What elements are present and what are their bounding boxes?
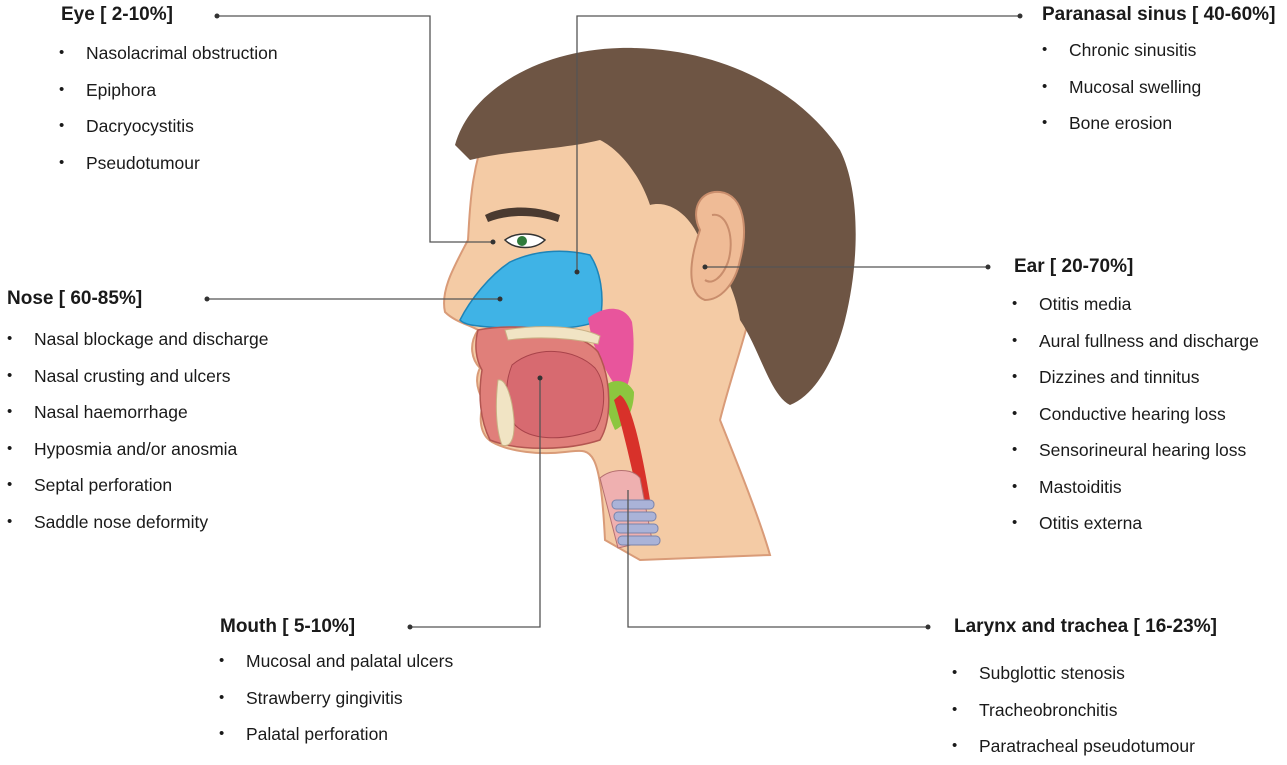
hard-palate <box>504 326 601 345</box>
ear-target-dot <box>702 264 708 270</box>
paranasal-section: Paranasal sinus [ 40-60%] Chronic sinusi… <box>1042 4 1275 134</box>
ear-heading: Ear [ 20-70%] <box>1014 256 1134 277</box>
paranasal-leader-dot <box>1017 13 1023 19</box>
larynx-leader-dot <box>925 624 931 630</box>
airway <box>614 395 650 505</box>
eye-item: Dacryocystitis <box>59 115 278 137</box>
mouth-leader-line <box>410 378 541 628</box>
larynx-item: Subglottic stenosis <box>952 662 1217 684</box>
ear-item: Sensorineural hearing loss <box>1012 439 1259 461</box>
eye-leader-line <box>217 15 493 243</box>
paranasal-item: Chronic sinusitis <box>1042 39 1275 61</box>
ear-leader-dot <box>985 264 991 270</box>
larynx-item: Paratracheal pseudotumour <box>952 735 1217 757</box>
eye-item: Pseudotumour <box>59 152 278 174</box>
trachea-rings <box>611 499 661 546</box>
nasopharynx <box>588 308 634 395</box>
nose-item: Saddle nose deformity <box>7 511 268 533</box>
ear-item: Conductive hearing loss <box>1012 403 1259 425</box>
ear-item: Otitis externa <box>1012 512 1259 534</box>
ear-item: Mastoiditis <box>1012 476 1259 498</box>
mouth-leader-dot <box>407 624 413 630</box>
mouth-section: Mouth [ 5-10%] Mucosal and palatal ulcer… <box>219 616 453 745</box>
eye-heading: Eye [ 2-10%] <box>61 4 173 25</box>
ear-item: Otitis media <box>1012 293 1259 315</box>
nose-item: Hyposmia and/or anosmia <box>7 438 268 460</box>
larynx-heading: Larynx and trachea [ 16-23%] <box>954 616 1217 637</box>
nose-item: Nasal haemorrhage <box>7 401 268 423</box>
ear-item: Dizzines and tinnitus <box>1012 366 1259 388</box>
paranasal-target-dot <box>574 269 580 275</box>
eye-section: Eye [ 2-10%] Nasolacrimal obstruction Ep… <box>59 4 278 174</box>
larynx-leader-line <box>627 490 928 628</box>
eyebrow <box>485 207 560 222</box>
mouth-item: Strawberry gingivitis <box>219 687 453 709</box>
mouth-target-dot <box>537 375 543 381</box>
ear-shape <box>690 190 745 302</box>
paranasal-leader-line <box>576 15 1020 272</box>
eye-item: Epiphora <box>59 79 278 101</box>
ear-item: Aural fullness and discharge <box>1012 330 1259 352</box>
mouth-item: Mucosal and palatal ulcers <box>219 650 453 672</box>
nose-section: Nose [ 60-85%] Nasal blockage and discha… <box>7 288 269 533</box>
tongue <box>506 351 605 439</box>
larynx-section: Larynx and trachea [ 16-23%] Subglottic … <box>952 616 1217 757</box>
hair <box>455 47 856 405</box>
jaw-bone <box>495 379 515 447</box>
paranasal-item: Mucosal swelling <box>1042 76 1275 98</box>
mouth-item: Palatal perforation <box>219 723 453 745</box>
nose-leader-dot <box>204 296 210 302</box>
mouth-heading: Mouth [ 5-10%] <box>220 616 356 637</box>
ear-section: Ear [ 20-70%] Otitis media Aural fullnes… <box>1012 256 1259 534</box>
nose-target-dot <box>497 296 503 302</box>
eye-item: Nasolacrimal obstruction <box>59 42 278 64</box>
nose-item: Septal perforation <box>7 474 268 496</box>
paranasal-heading: Paranasal sinus [ 40-60%] <box>1042 4 1276 25</box>
paranasal-item: Bone erosion <box>1042 112 1275 134</box>
nose-heading: Nose [ 60-85%] <box>7 288 143 309</box>
nose-item: Nasal blockage and discharge <box>7 328 269 350</box>
larynx-item: Tracheobronchitis <box>952 699 1217 721</box>
eye-leader-dot <box>214 13 220 19</box>
eye-target-dot <box>490 239 496 245</box>
nose-item: Nasal crusting and ulcers <box>7 365 268 387</box>
